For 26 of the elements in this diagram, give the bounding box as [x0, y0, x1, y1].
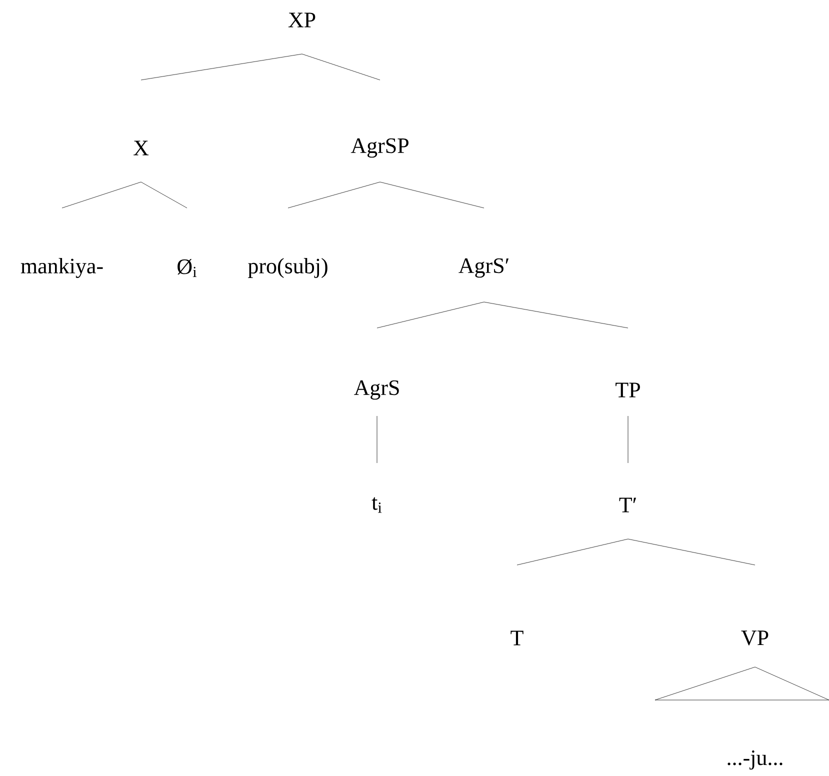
tree-label: pro(subj) — [248, 258, 328, 278]
tree-label: ...-ju... — [728, 750, 782, 770]
tree-label: T′ — [619, 498, 636, 512]
tree-label: VP — [741, 630, 768, 646]
tree-label: T — [510, 630, 524, 646]
branch-line — [288, 182, 380, 208]
branch-line — [140, 54, 302, 80]
tree-label: TP — [616, 382, 640, 398]
tree-label: mankiya- — [20, 258, 103, 278]
branch-line — [62, 182, 142, 208]
branch-line — [376, 302, 484, 328]
tree-label: AgrS′ — [458, 258, 509, 278]
tree-label: AgrS — [354, 380, 399, 400]
tree-label: Ø$_{i}$ — [178, 258, 197, 278]
branch-line — [516, 538, 628, 566]
branch-line — [140, 182, 188, 208]
tree-label: t$_{i}$ — [372, 497, 382, 513]
tree-label: X — [134, 140, 149, 156]
branch-line — [376, 416, 378, 464]
branch-line — [380, 182, 484, 208]
branch-line — [628, 538, 756, 566]
tree-label: XP — [288, 12, 316, 28]
triangle-roof — [654, 666, 829, 700]
branch-line — [302, 54, 380, 80]
branch-line — [484, 302, 628, 328]
tree-label: AgrSP — [350, 138, 408, 158]
